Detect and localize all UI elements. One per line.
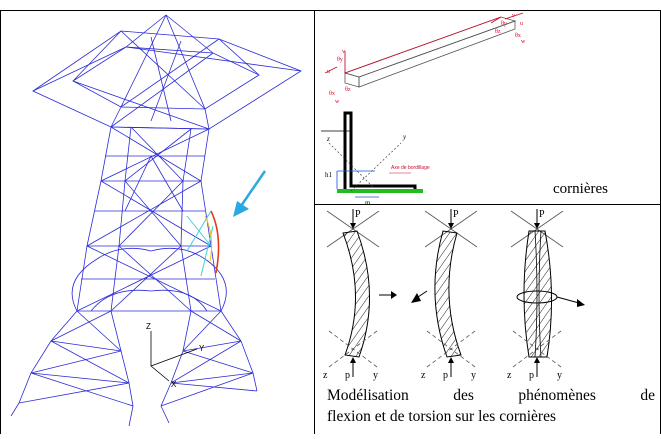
load-labels: P P P (355, 209, 545, 220)
svg-text:θx: θx (515, 33, 521, 39)
tower-cell: Z Y X (1, 11, 314, 434)
svg-text:θz: θz (345, 87, 351, 93)
axis-z-label: Z (146, 322, 151, 331)
bending-member-2 (411, 209, 478, 368)
svg-text:θz: θz (495, 29, 501, 35)
phenomena-caption-line2: flexion et de torsion sur les cornières (327, 408, 556, 425)
bottom-axis-labels: z p y z p y z p y (323, 370, 562, 381)
svg-text:w: w (521, 39, 526, 45)
svg-text:y: y (557, 370, 562, 381)
angle-beam-drawing: θy v u θz θx w v θy u θz θx w (321, 12, 526, 207)
svg-text:P: P (539, 209, 545, 220)
axis-y-label: Y (199, 344, 205, 353)
svg-text:u: u (520, 21, 523, 27)
failure-pointer-arrow (233, 170, 267, 217)
svg-text:z: z (323, 370, 328, 381)
svg-text:u: u (327, 69, 330, 75)
svg-text:y: y (373, 370, 378, 381)
svg-text:P: P (453, 209, 459, 220)
phenomena-caption-line1: Modélisation des phénomènes de (327, 387, 655, 404)
svg-text:m: m (365, 199, 371, 204)
svg-text:p: p (345, 370, 350, 381)
svg-text:h1: h1 (325, 171, 333, 179)
axis-x-label: X (171, 380, 177, 389)
svg-text:P: P (355, 209, 361, 220)
svg-text:z: z (421, 370, 426, 381)
svg-text:θx: θx (329, 91, 335, 97)
angle-cross-section (321, 111, 423, 198)
failed-member (210, 210, 220, 274)
svg-text:z: z (507, 370, 512, 381)
angle-section-cell: θy v u θz θx w v θy u θz θx w (315, 11, 660, 207)
torsion-member (510, 209, 585, 368)
bending-member-1 (326, 209, 397, 368)
svg-text:y: y (471, 370, 476, 381)
section-labels: y z h1 m Axe de bordillage (325, 133, 430, 207)
svg-text:w: w (335, 99, 340, 105)
svg-text:y: y (402, 133, 407, 141)
beam-dof-labels: θy v u θz θx w v θy u θz θx w (327, 13, 526, 105)
svg-text:p: p (529, 370, 534, 381)
angle-caption: cornières (553, 181, 608, 197)
svg-text:z: z (326, 135, 330, 143)
svg-text:θy: θy (501, 21, 507, 27)
tower-model: Z Y X (10, 14, 302, 427)
svg-text:θy: θy (337, 57, 343, 63)
svg-text:p: p (443, 370, 448, 381)
phenomena-cell: P P P z p y z p y z p y Mo (315, 205, 660, 434)
phenomena-drawing: P P P (326, 209, 585, 377)
axes-triad (150, 331, 198, 382)
svg-text:v: v (512, 13, 515, 19)
svg-text:Axe de bordillage: Axe de bordillage (391, 165, 430, 171)
svg-text:v: v (342, 49, 345, 55)
